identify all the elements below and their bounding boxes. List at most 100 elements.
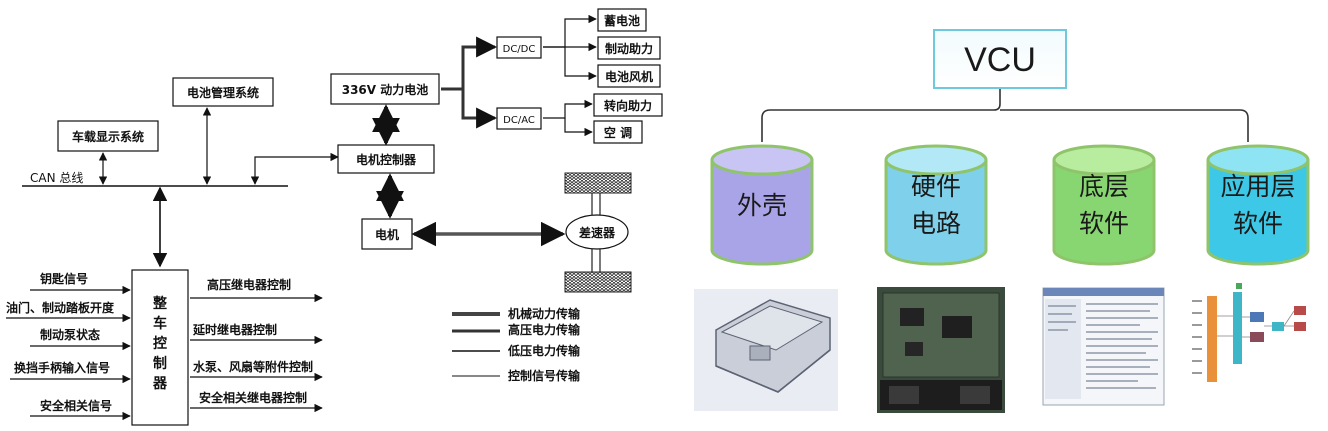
wheel-top-icon [564,172,632,194]
vcu-char: 器 [152,376,168,392]
vcu-root-label: VCU [964,41,1036,79]
cylinder-top [1206,144,1310,176]
app-block [1272,322,1284,331]
dcac-aircon-arrow [564,118,593,137]
pcb-connector-pin [960,386,990,404]
bms-box [172,77,274,107]
legend-label: 低压电力传输 [507,343,581,358]
vcu-outputs: 高压继电器控制 延时继电器控制 水泵、风扇等附件控制 安全相关继电器控制 [190,277,323,413]
vcu-char: 整 [152,295,168,312]
can-motor-controller-arrow [250,152,339,185]
power-battery-label: 336V 动力电池 [342,82,429,97]
right-diagram: VCU 外壳 硬件 电路 底层 软件 应用层 软件 [694,29,1322,413]
input-label: 制动泵状态 [40,327,100,342]
vcu-inputs: 钥匙信号 油门、制动踏板开度 制动泵状态 换挡手柄输入信号 安全相关信号 [6,271,131,421]
brake-assist-box [597,36,661,60]
legend-label: 高压电力传输 [508,322,581,337]
legend: 机械动力传输 高压电力传输 低压电力传输 控制信号传输 [452,306,581,383]
vcu-char: 控 [153,335,167,352]
legend-label: 机械动力传输 [508,306,581,321]
motor-controller-label: 电机控制器 [356,152,417,167]
pcb-chip [900,308,924,326]
vcu-root-box [933,29,1067,89]
app-block [1233,292,1242,364]
differential-label: 差速器 [578,225,616,240]
dcac-steering-arrow [543,99,593,119]
motor-box [361,218,413,250]
cylinder-body [710,160,814,266]
cylinder-body [884,160,988,266]
battery-dcac-line [461,89,498,129]
software-screenshot-image [1042,287,1165,406]
vcu-char: 制 [153,355,167,372]
cylinder-top [710,144,814,176]
input-label: 安全相关信号 [40,398,112,413]
input-label: 换挡手柄输入信号 [14,360,110,375]
tree-connector [761,89,1001,142]
cylinder-label: 底层 [1079,172,1129,201]
branch-housing-cylinder: 外壳 [710,144,814,266]
app-block [1236,283,1242,289]
housing-image [694,289,838,411]
legend-label: 控制信号传输 [508,368,581,383]
output-label: 延时继电器控制 [192,322,277,337]
pcb-chip [905,342,923,356]
output-label: 高压继电器控制 [207,277,291,292]
differential-ellipse [565,214,629,250]
battery-fan-label: 电池风机 [605,69,653,84]
window-titlebar [1043,288,1164,296]
output-label: 安全相关继电器控制 [199,390,307,405]
motor-controller-box [337,144,435,174]
vcu-char: 车 [153,315,167,332]
aux-battery-label: 蓄电池 [604,13,640,28]
app-block [1207,296,1217,382]
app-layer-diagram-image [1188,283,1322,403]
housing-lid [720,305,824,351]
housing-edge [715,349,831,393]
app-block [1294,322,1306,331]
circuit-board-image [877,287,1005,413]
input-label: 油门、制动踏板开度 [6,300,115,315]
cylinder-label: 软件 [1079,209,1129,238]
cylinder-label: 软件 [1233,209,1283,238]
left-diagram: CAN 总线 车载显示系统 电池管理系统 整 车 控 制 器 钥匙信号 油门、制… [6,8,663,426]
cylinder-top [1052,144,1156,176]
aircon-box [593,120,643,144]
cylinder-body [1206,160,1310,266]
cylinder-label: 外壳 [737,191,787,220]
cylinder-body [1052,160,1156,266]
aux-battery-box [597,8,647,32]
output-label: 水泵、风扇等附件控制 [193,359,313,374]
dcac-box [496,107,542,130]
display-system-label: 车载显示系统 [72,129,144,144]
pcb-connector-pin [889,386,919,404]
window-sidebar [1045,299,1081,399]
housing-connector [749,345,771,361]
can-bus-label: CAN 总线 [30,171,83,185]
branch-base-software-cylinder: 底层 软件 [1052,144,1156,266]
pcb-chip [942,316,972,338]
dcdc-fan-arrow [564,47,597,81]
steering-assist-label: 转向助力 [604,98,652,113]
pcb-board [882,292,1000,378]
cylinder-label: 硬件 [911,172,961,201]
battery-fan-box [597,64,661,88]
cylinder-label: 应用层 [1220,172,1295,201]
wheel-bottom-icon [564,271,632,293]
app-block [1250,332,1264,342]
dcdc-box [496,36,542,59]
cylinder-label: 电路 [911,209,961,238]
input-label: 钥匙信号 [40,271,88,286]
power-battery-box [330,73,440,105]
dcdc-battery-arrow [543,14,597,48]
motor-label: 电机 [375,227,399,242]
steering-assist-box [593,93,663,117]
vcu-controller-box [131,269,189,426]
bms-label: 电池管理系统 [187,85,259,100]
brake-assist-label: 制动助力 [605,41,653,56]
branch-hardware-cylinder: 硬件 电路 [884,144,988,266]
aircon-label: 空 调 [604,125,632,140]
branch-application-software-cylinder: 应用层 软件 [1206,144,1310,266]
